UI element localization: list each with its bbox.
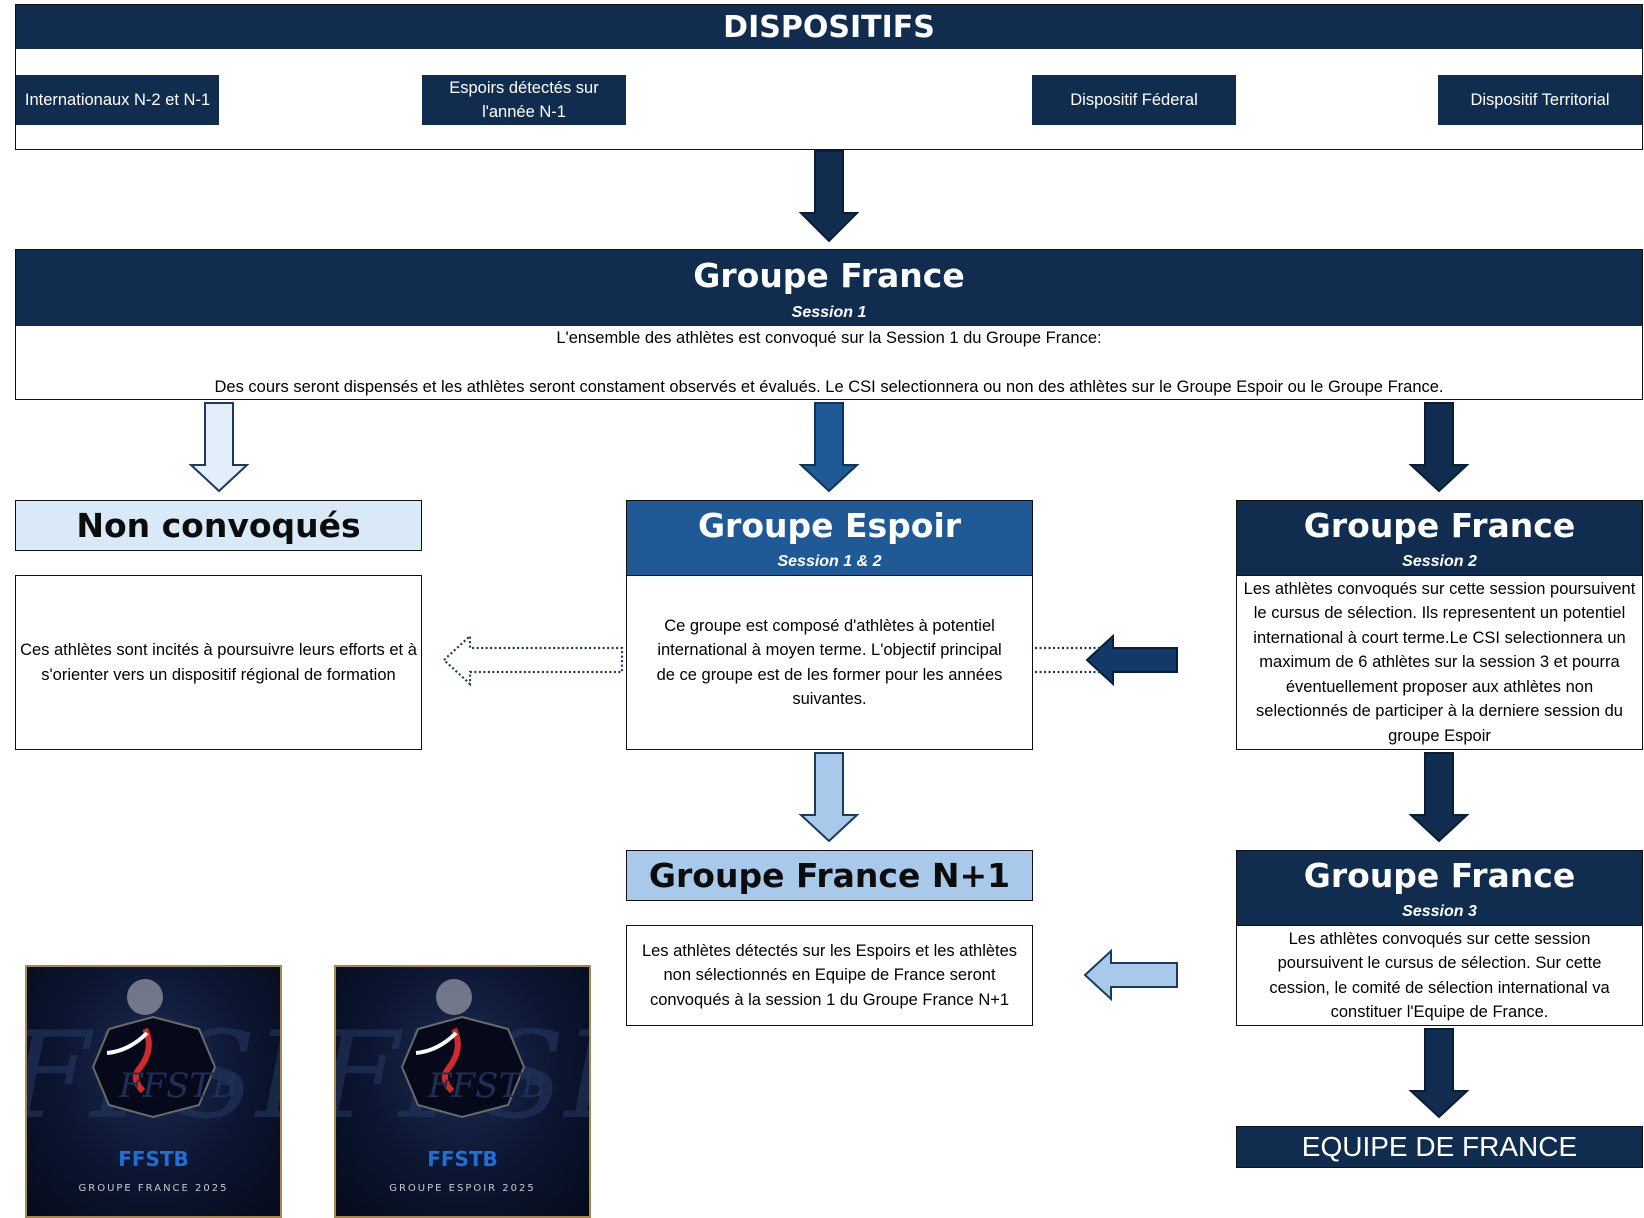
groupe-france-s2-session: Session 2 bbox=[1402, 553, 1477, 570]
groupe-france-n1-title: Groupe France N+1 bbox=[626, 850, 1033, 901]
groupe-france-s1-session: Session 1 bbox=[791, 304, 867, 321]
arrow-down-non-convoques bbox=[188, 402, 250, 493]
groupe-espoir-text: Ce groupe est composé d'athlètes à poten… bbox=[626, 575, 1033, 750]
dispositifs-panel bbox=[15, 4, 1643, 150]
logo-caption: GROUPE ESPOIR 2025 bbox=[389, 1183, 536, 1194]
groupe-espoir-title: Groupe Espoir bbox=[697, 505, 962, 545]
arrow-down-france-s3 bbox=[1408, 752, 1470, 843]
ffstb-emblem-icon: FFSB FFSTB bbox=[336, 979, 589, 1146]
arrow-down-equipe bbox=[1408, 1028, 1470, 1119]
item-federal: Dispositif Féderal bbox=[1032, 75, 1236, 125]
groupe-france-s3-session: Session 3 bbox=[1402, 903, 1477, 920]
groupe-france-s1-line2: Des cours seront dispensés et les athlèt… bbox=[214, 377, 1444, 396]
item-territorial: Dispositif Territorial bbox=[1438, 75, 1642, 125]
logo-caption: GROUPE FRANCE 2025 bbox=[78, 1183, 229, 1194]
groupe-france-s3-text: Les athlètes convoqués sur cette session… bbox=[1236, 925, 1643, 1026]
arrow-down-france-s2 bbox=[1408, 402, 1470, 493]
groupe-france-s1-panel bbox=[15, 249, 1643, 400]
svg-text:FFSTB: FFSTB bbox=[427, 1066, 546, 1106]
logo-card-groupe-espoir: FFSB FFSTB FFSTB GROUPE ESPOIR 2025 bbox=[334, 965, 591, 1218]
groupe-france-s2-text: Les athlètes convoqués sur cette session… bbox=[1236, 575, 1643, 750]
logo-brand: FFSTB bbox=[118, 1147, 189, 1171]
non-convoques-text: Ces athlètes sont incités à poursuivre l… bbox=[15, 575, 422, 750]
groupe-espoir-session: Session 1 & 2 bbox=[777, 553, 882, 570]
arrow-down-main bbox=[798, 150, 860, 243]
arrow-down-n1 bbox=[798, 752, 860, 843]
item-espoirs: Espoirs détectés sur l'année N-1 bbox=[422, 75, 626, 125]
logo-brand: FFSTB bbox=[427, 1147, 498, 1171]
logo-card-groupe-france: FFSB FFSTB FFSTB GROUPE FRANCE 2025 bbox=[25, 965, 282, 1218]
arrow-down-espoir bbox=[798, 402, 860, 493]
item-internationaux: Internationaux N-2 et N-1 bbox=[16, 75, 219, 125]
ffstb-emblem-icon: FFSB FFSTB bbox=[27, 979, 280, 1146]
dispositifs-title: DISPOSITIFS bbox=[16, 5, 1642, 49]
arrow-left-france-s2-to-espoir bbox=[1035, 633, 1178, 687]
arrow-left-france-s3-to-n1 bbox=[1083, 948, 1178, 1002]
groupe-france-s1-line1: L'ensemble des athlètes est convoqué sur… bbox=[556, 328, 1102, 347]
groupe-france-s1-header bbox=[16, 250, 1642, 326]
groupe-france-n1-text: Les athlètes détectés sur les Espoirs et… bbox=[626, 925, 1033, 1026]
groupe-france-s2-title: Groupe France bbox=[1303, 505, 1576, 545]
svg-text:FFSTB: FFSTB bbox=[118, 1066, 237, 1106]
arrow-left-dotted-non-convoques bbox=[442, 633, 624, 687]
groupe-france-s1-title: Groupe France bbox=[693, 255, 965, 295]
groupe-france-s3-title: Groupe France bbox=[1303, 855, 1576, 895]
equipe-de-france: EQUIPE DE FRANCE bbox=[1236, 1126, 1643, 1168]
non-convoques-title: Non convoqués bbox=[15, 500, 422, 551]
groupe-espoir-header bbox=[626, 500, 1033, 576]
